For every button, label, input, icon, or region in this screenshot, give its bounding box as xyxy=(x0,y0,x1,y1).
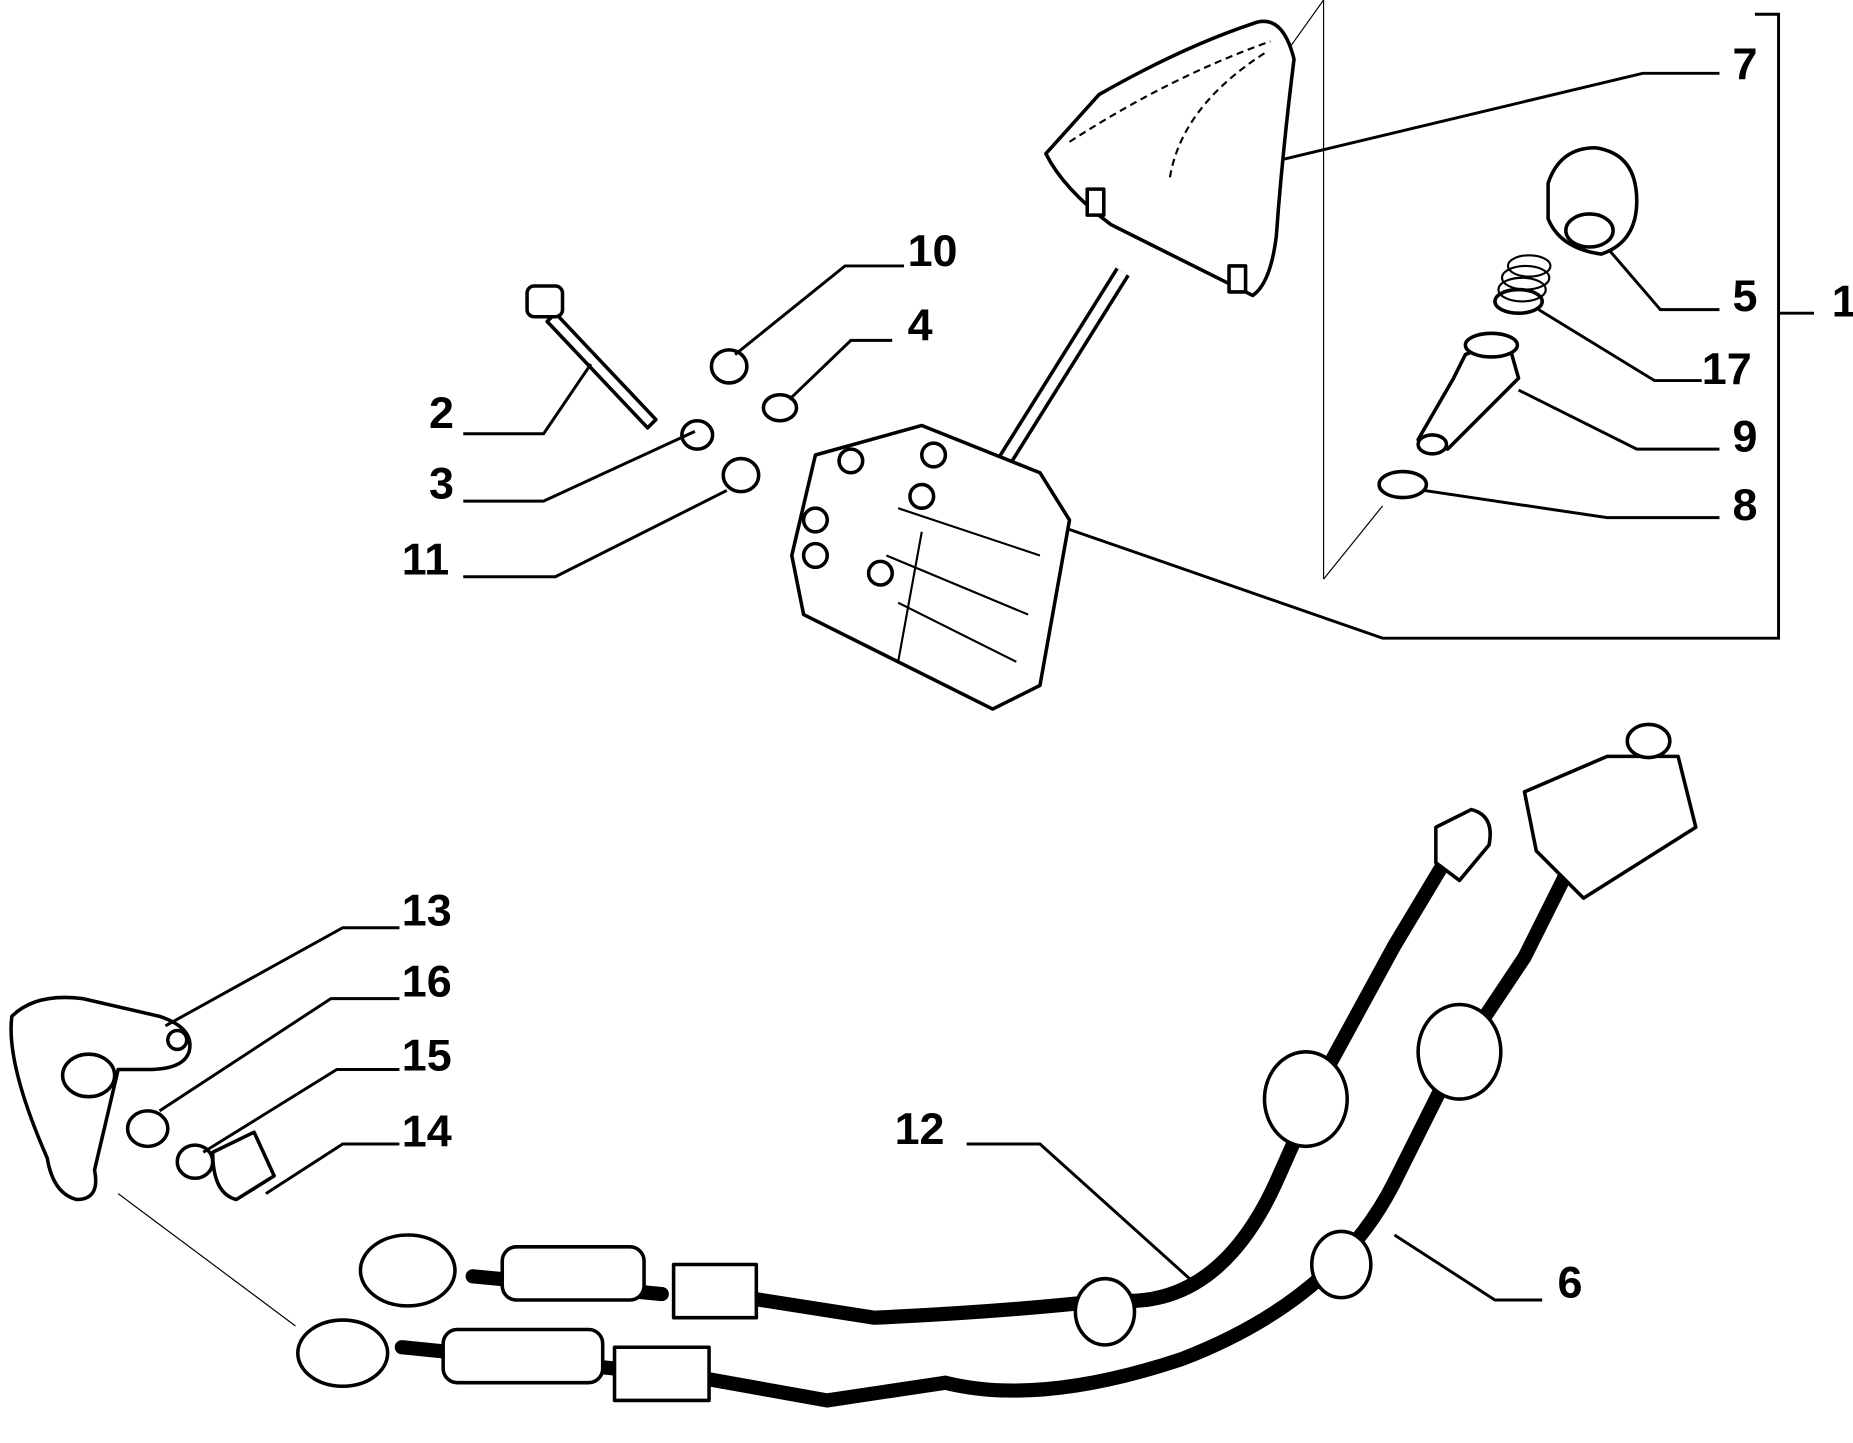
callout-6: 6 xyxy=(1558,1257,1583,1308)
part-4-washer xyxy=(761,392,799,423)
callout-5: 5 xyxy=(1732,270,1757,321)
callout-14: 14 xyxy=(402,1105,452,1156)
part-11-washer xyxy=(721,456,761,494)
callout-8: 8 xyxy=(1732,479,1757,530)
part-3-clip xyxy=(680,418,715,451)
leader-lines xyxy=(117,71,1720,1327)
callout-1: 1 xyxy=(1832,276,1853,327)
part-13-lever xyxy=(9,995,192,1202)
callout-17: 17 xyxy=(1702,343,1752,394)
part-9-bushing xyxy=(1416,331,1521,456)
part-7-gaiter-boot xyxy=(1044,19,1296,298)
callout-7: 7 xyxy=(1732,38,1757,89)
callout-13: 13 xyxy=(402,884,452,935)
part-2-bolt xyxy=(525,284,658,430)
part-5-knob xyxy=(1546,145,1639,256)
part-8-ring xyxy=(1377,469,1429,500)
part-16-washer xyxy=(125,1109,170,1149)
part-17-spring xyxy=(1493,254,1552,315)
callout-4: 4 xyxy=(908,299,933,350)
part-14-cap xyxy=(210,1130,276,1202)
callout-11: 11 xyxy=(402,533,449,584)
callout-15: 15 xyxy=(402,1030,452,1081)
callout-12: 12 xyxy=(895,1103,945,1154)
callout-10: 10 xyxy=(908,225,958,276)
callout-2: 2 xyxy=(429,387,454,438)
callout-16: 16 xyxy=(402,955,452,1006)
shift-cables xyxy=(296,722,1698,1408)
part-10-nut xyxy=(709,348,749,385)
callout-labels: 1 2 3 4 5 6 7 8 9 10 11 12 13 14 15 16 1… xyxy=(402,38,1853,1307)
group-bracket xyxy=(1069,0,1815,640)
gear-lever-housing xyxy=(790,267,1130,711)
callout-3: 3 xyxy=(429,458,454,509)
callout-9: 9 xyxy=(1732,410,1757,461)
